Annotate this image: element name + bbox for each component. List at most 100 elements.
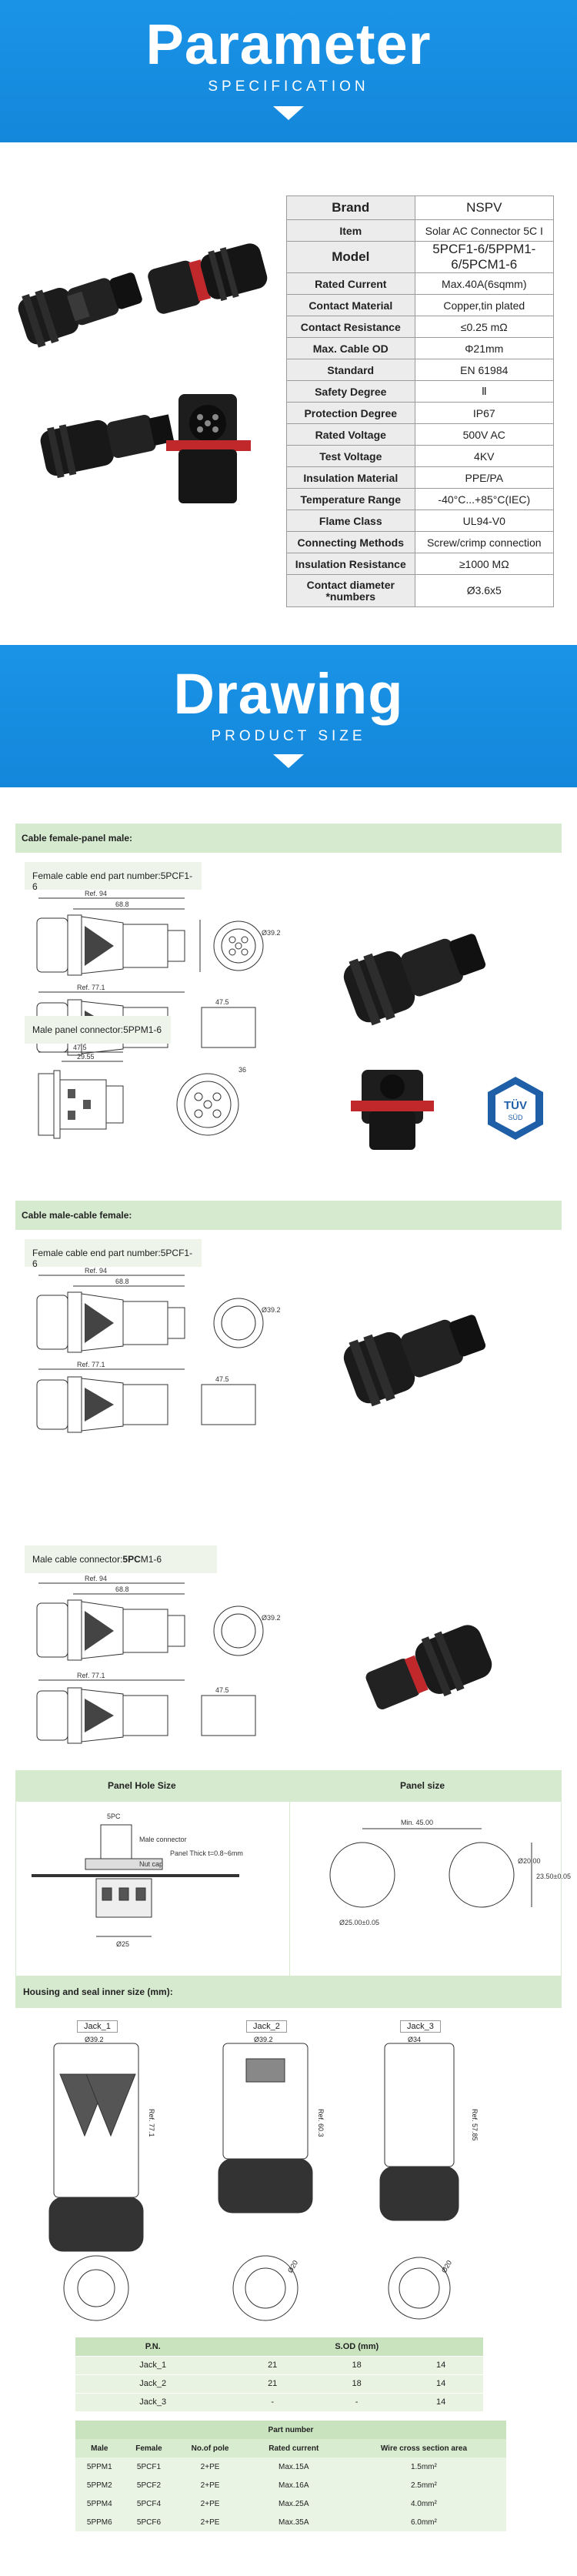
dim-ref77: Ref. 77.1 bbox=[77, 984, 105, 991]
panel-hole-title: Panel Hole Size bbox=[108, 1780, 176, 1791]
section-header-cable-male-cable-female: Cable male-cable female: bbox=[15, 1201, 562, 1230]
spec-value: Ⅱ bbox=[414, 380, 555, 403]
jack-label: Jack_2 bbox=[246, 2020, 287, 2033]
part-cell: 5PCF4 bbox=[123, 2494, 175, 2513]
spec-value: 5PCF1-6/5PPM1-6/5PCM1-6 bbox=[414, 241, 555, 273]
part-header: No.of pole bbox=[174, 2439, 246, 2457]
drawing-banner: Drawing PRODUCT SIZE bbox=[0, 645, 577, 787]
sod-cell: 18 bbox=[314, 2374, 399, 2394]
spec-value: ≥1000 MΩ bbox=[414, 553, 555, 575]
tuv-certification-icon: TÜV SÜD bbox=[485, 1074, 546, 1143]
jack-side-dim: Ref. 60.3 bbox=[317, 2109, 325, 2137]
spec-key: Connecting Methods bbox=[286, 531, 415, 553]
sod-cell: - bbox=[230, 2393, 315, 2412]
spec-key: Insulation Material bbox=[286, 466, 415, 489]
panel-hole-header: Panel Hole Size Panel size bbox=[15, 1770, 562, 1801]
male-cable-drawing: Ref. 94 68.8 Ø39.2 Ref. 77.1 47.5 bbox=[31, 1574, 285, 1751]
part-cell: 2+PE bbox=[174, 2457, 246, 2476]
dim-m47: 47.5 bbox=[73, 1044, 87, 1051]
spec-value: NSPV bbox=[414, 195, 555, 220]
jack-label: Jack_3 bbox=[400, 2020, 441, 2033]
female-connector-photo-1 bbox=[339, 912, 492, 1035]
male-cable-label-bold: 5PC bbox=[122, 1554, 141, 1565]
female-connector-drawing-2: Ref. 94 68.8 Ø39.2 Ref. 77.1 47.5 bbox=[31, 1266, 285, 1435]
product-photo bbox=[8, 202, 269, 586]
dim-39: Ø39.2 bbox=[262, 929, 281, 937]
male-panel-photo bbox=[346, 1047, 446, 1162]
male-cable-label-suffix: M1-6 bbox=[140, 1554, 162, 1565]
panel-code: 5PC bbox=[107, 1813, 121, 1820]
female-connector-drawing-1: Ref. 94 68.8 Ø39.2 Ref. 77.1 47.5 bbox=[31, 889, 285, 1058]
female-connector-photo-2 bbox=[339, 1293, 492, 1416]
part-cell: 1.5mm² bbox=[341, 2457, 506, 2476]
jack-top-dim: Ø34 bbox=[408, 2036, 422, 2043]
dim-ref94-2: Ref. 94 bbox=[85, 1267, 107, 1275]
dim-ref77-3: Ref. 77.1 bbox=[77, 1672, 105, 1679]
male-panel-label: Male panel connector:5PPM1-6 bbox=[25, 1016, 171, 1044]
male-cable-label-prefix: Male cable connector: bbox=[32, 1554, 123, 1565]
spec-value: Solar AC Connector 5C I bbox=[414, 219, 555, 242]
dim-39-3: Ø39.2 bbox=[262, 1614, 281, 1622]
spec-value: Φ21mm bbox=[414, 337, 555, 359]
chevron-down-icon bbox=[273, 106, 304, 120]
sod-cell: - bbox=[314, 2393, 399, 2412]
part-cell: 5PCF2 bbox=[123, 2476, 175, 2494]
female-part-label-2: Female cable end part number:5PCF1-6 bbox=[25, 1239, 202, 1269]
dim-d23: 23.50±0.05 bbox=[536, 1873, 571, 1880]
housing-drawings bbox=[23, 2013, 546, 2324]
part-cell: 2+PE bbox=[174, 2494, 246, 2513]
spec-value: Ø3.6x5 bbox=[414, 574, 555, 607]
panel-thick-label: Panel Thick t=0.8~6mm bbox=[170, 1849, 243, 1857]
panel-hole-area: 5PC Male connector Nut cap Panel Thick t… bbox=[15, 1801, 571, 1979]
dim-68-2: 68.8 bbox=[115, 1278, 129, 1285]
part-cell: 4.0mm² bbox=[341, 2494, 506, 2513]
sod-cell: 18 bbox=[314, 2356, 399, 2375]
dim-d25b: Ø25.00±0.05 bbox=[339, 1919, 379, 1926]
dim-w25: Ø25 bbox=[116, 1940, 129, 1948]
part-cell: 5PPM4 bbox=[75, 2494, 124, 2513]
spec-key: Rated Current bbox=[286, 272, 415, 295]
sod-header: S.OD (mm) bbox=[230, 2337, 483, 2357]
parameter-title: Parameter bbox=[145, 12, 432, 76]
spec-key: Item bbox=[286, 219, 415, 242]
spec-value: -40°C...+85°C(IEC) bbox=[414, 488, 555, 510]
jack-top-dim: Ø39.2 bbox=[85, 2036, 104, 2043]
jack-top-dim: Ø39.2 bbox=[254, 2036, 273, 2043]
drawing-title: Drawing bbox=[173, 662, 404, 726]
sod-cell: Jack_3 bbox=[75, 2393, 231, 2412]
dim-68-3: 68.8 bbox=[115, 1585, 129, 1593]
spec-key: Brand bbox=[286, 195, 415, 220]
spec-key: Test Voltage bbox=[286, 445, 415, 467]
spec-row: Contact Resistance≤0.25 mΩ bbox=[286, 316, 555, 338]
spec-value: 500V AC bbox=[414, 423, 555, 446]
dim-47-2: 47.5 bbox=[215, 1375, 229, 1383]
part-cell: Max.25A bbox=[245, 2494, 342, 2513]
spec-key: Rated Voltage bbox=[286, 423, 415, 446]
spec-value: PPE/PA bbox=[414, 466, 555, 489]
spec-key: Contact diameter *numbers bbox=[286, 574, 415, 607]
dim-m29: 29.55 bbox=[77, 1053, 95, 1061]
housing-header: Housing and seal inner size (mm): bbox=[15, 1976, 562, 2008]
spec-value: IP67 bbox=[414, 402, 555, 424]
male-cable-photo bbox=[362, 1609, 508, 1724]
dim-ref94: Ref. 94 bbox=[85, 890, 107, 897]
spec-key: Model bbox=[286, 241, 415, 273]
dim-ref77-2: Ref. 77.1 bbox=[77, 1361, 105, 1368]
spec-value: UL94-V0 bbox=[414, 510, 555, 532]
spec-value: EN 61984 bbox=[414, 359, 555, 381]
part-header: Female bbox=[123, 2439, 175, 2457]
parameter-banner: Parameter SPECIFICATION bbox=[0, 0, 577, 142]
spec-key: Protection Degree bbox=[286, 402, 415, 424]
spec-key: Contact Material bbox=[286, 294, 415, 316]
spec-key: Temperature Range bbox=[286, 488, 415, 510]
dim-min45: Min. 45.00 bbox=[401, 1819, 433, 1826]
